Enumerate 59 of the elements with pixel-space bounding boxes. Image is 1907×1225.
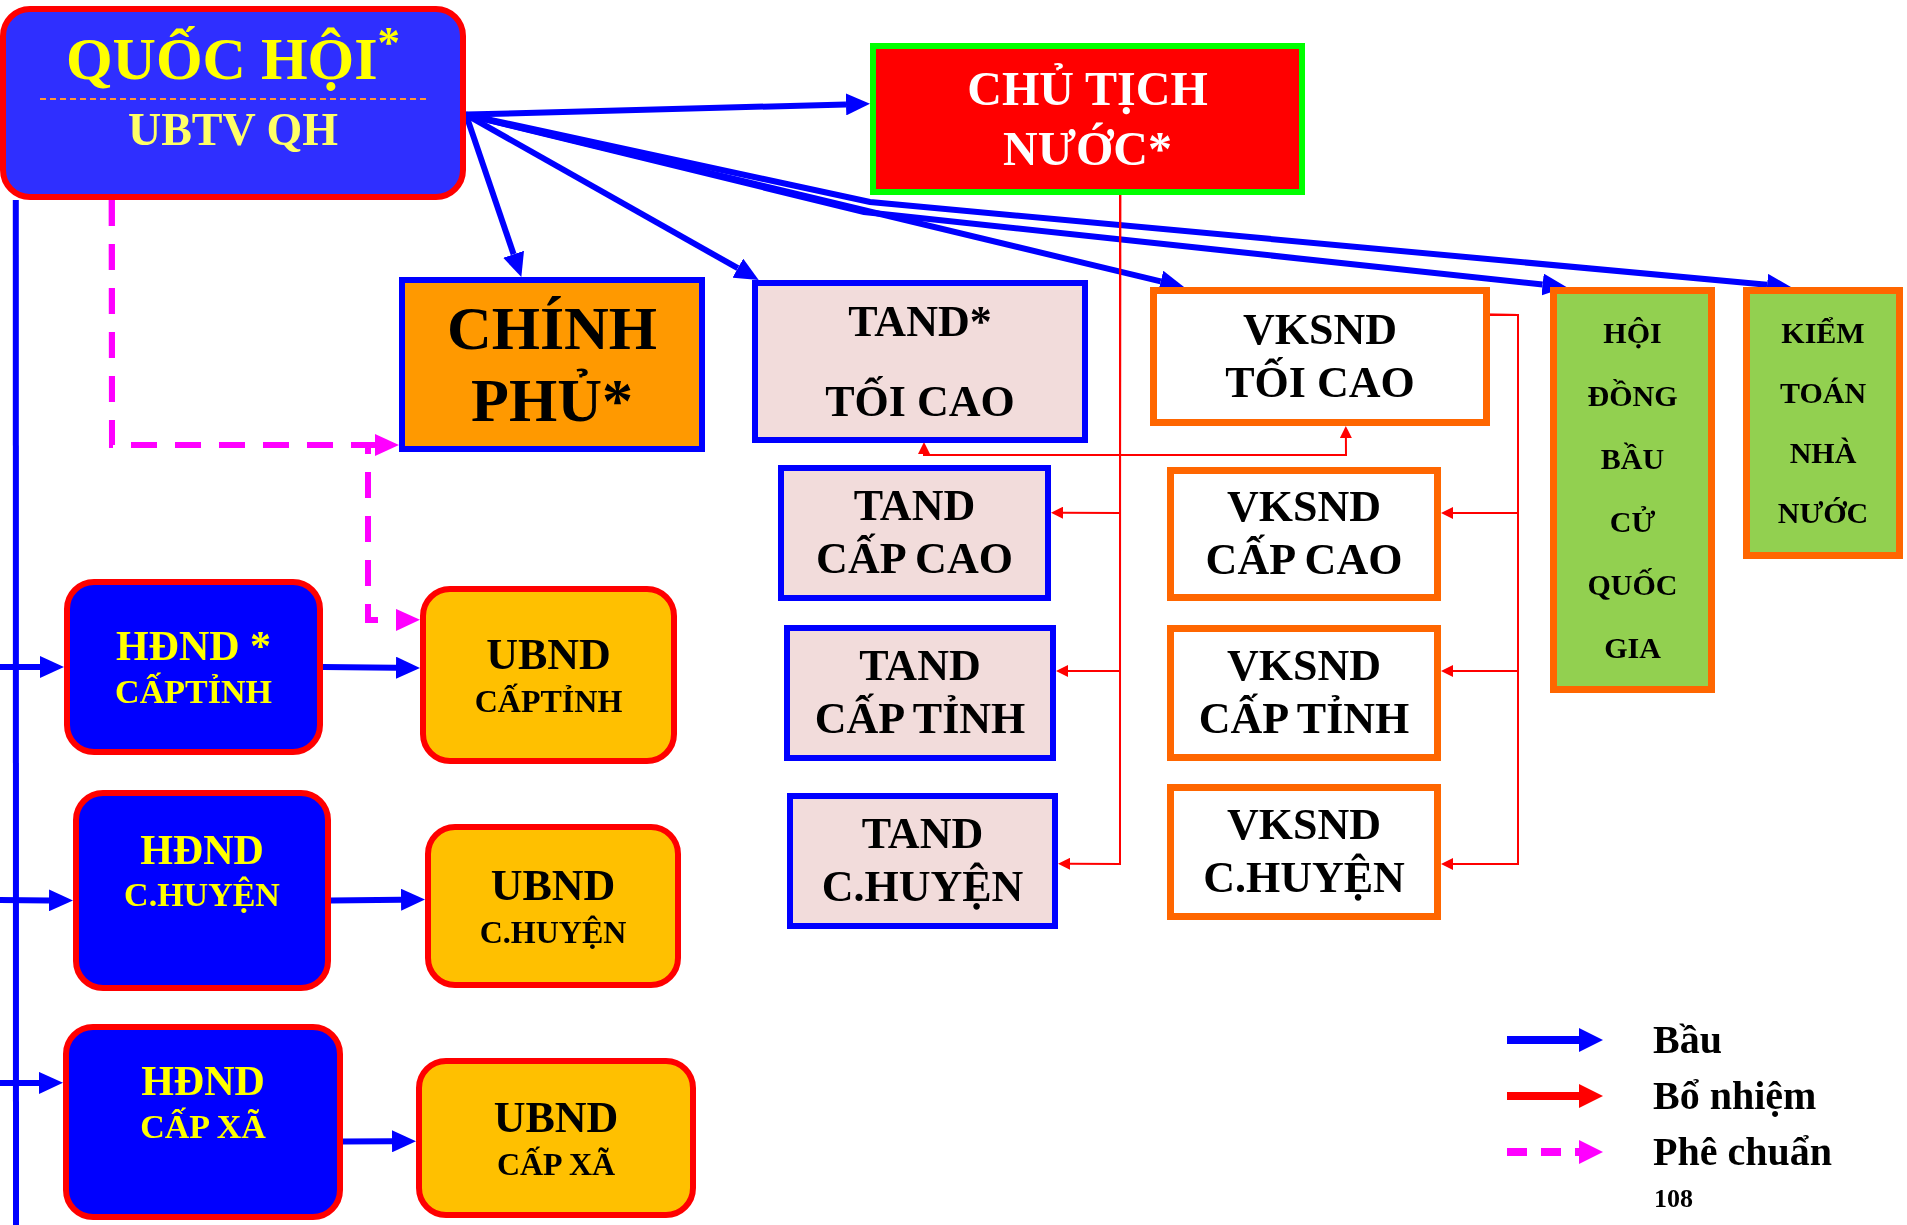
node-label: TAND CẤP TỈNH <box>813 640 1027 745</box>
node-label: UBND <box>490 860 616 913</box>
legend-label: Bầu <box>1653 1016 1722 1064</box>
organization-box <box>1167 625 1441 761</box>
organization-box <box>425 824 681 988</box>
node-label: QUỐC HỘI$^{*}$ <box>65 25 401 95</box>
organization-box <box>420 586 677 764</box>
node-label: VKSND CẤP CAO <box>1204 481 1404 586</box>
node-label: HĐND <box>141 1057 265 1107</box>
organization-box <box>778 465 1051 601</box>
page-number: 108 <box>1654 1186 1693 1212</box>
node-label: CHỦ TỊCH NƯỚC* <box>966 61 1209 177</box>
node-label: CẤP XÃ <box>140 1106 266 1147</box>
organization-box <box>0 6 466 200</box>
arrow <box>330 888 425 911</box>
node-label: HỘI ĐỒNG BẦU CỬ QUỐC GIA <box>1586 315 1679 666</box>
connector-line <box>12 200 19 1225</box>
organization-box <box>1743 287 1903 559</box>
legend-label: Phê chuẩn <box>1653 1128 1832 1176</box>
arrow <box>322 656 420 679</box>
node-label: HĐND * <box>115 622 272 672</box>
node-label: HĐND <box>140 825 264 875</box>
arrow <box>0 889 73 912</box>
organization-box <box>1150 287 1490 426</box>
node-label: CẤP XÃ <box>496 1145 616 1184</box>
arrow <box>1441 313 1519 870</box>
node-label: C.HUYỆN <box>124 875 280 916</box>
organization-box <box>784 625 1056 761</box>
organization-box <box>416 1058 696 1218</box>
arrow <box>108 200 420 631</box>
legend-label: Bổ nhiệm <box>1653 1072 1817 1120</box>
arrow <box>0 656 64 678</box>
node-label: UBND <box>493 1092 619 1145</box>
organization-box <box>399 277 705 452</box>
arrow <box>1058 194 1122 870</box>
organization-box <box>1550 287 1715 693</box>
organization-box <box>73 790 331 991</box>
node-label: TAND C.HUYỆN <box>820 808 1025 913</box>
node-label: VKSND TỐI CAO <box>1224 303 1416 409</box>
organization-box <box>787 793 1058 929</box>
node-label: VKSND CẤP TỈNH <box>1197 640 1411 745</box>
node-label: CHÍNH PHỦ* <box>445 293 659 436</box>
organization-box <box>752 280 1088 443</box>
arrow <box>0 1071 63 1094</box>
node-label: KIỂM TOÁN NHÀ NƯỚC <box>1776 315 1870 531</box>
organization-box <box>1167 467 1441 601</box>
node-label: UBND <box>486 629 611 682</box>
organization-box <box>870 43 1305 195</box>
node-label: TAND* TỐI CAO <box>824 296 1016 428</box>
node-label: TAND CẤP CAO <box>815 480 1014 585</box>
organization-box <box>1167 784 1441 920</box>
organization-box <box>64 579 323 755</box>
arrow <box>342 1130 416 1153</box>
node-label: CẤPTỈNH <box>115 671 272 712</box>
node-label: VKSND C.HUYỆN <box>1202 799 1406 904</box>
node-label: UBTV QH <box>127 104 338 157</box>
organization-box <box>63 1024 343 1220</box>
node-label: CẤPTỈNH <box>474 682 623 721</box>
node-label: C.HUYỆN <box>479 913 627 952</box>
